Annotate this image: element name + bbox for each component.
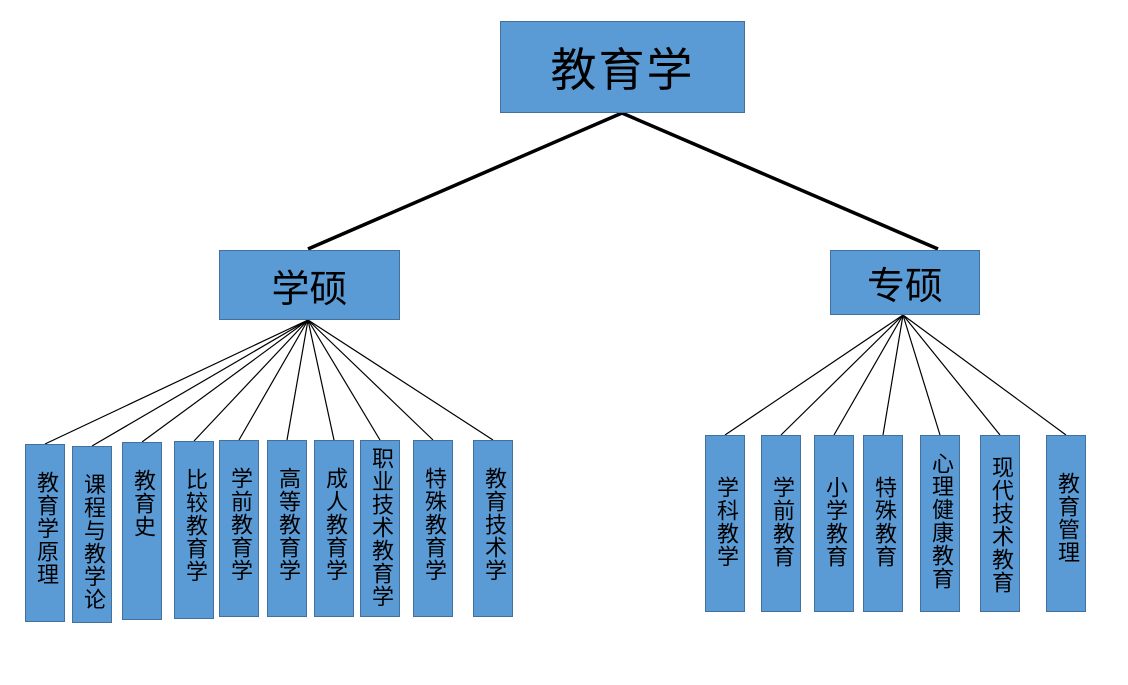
leaf-label: 课程与教学论 (80, 473, 105, 611)
leaf-label: 教育技术学 (481, 467, 506, 582)
connector-xs-8 (307, 319, 381, 441)
connector-xs-9 (307, 319, 434, 441)
connector-xs-10 (307, 319, 494, 441)
leaf-node: 职业技术教育学 (360, 440, 400, 617)
leaf-node: 高等教育学 (267, 440, 307, 617)
connector-xs-4 (193, 319, 309, 442)
leaf-label: 特殊教育学 (421, 467, 446, 582)
connector-root-to-xueshuo (307, 111, 623, 251)
leaf-label: 成人教育学 (322, 467, 347, 582)
leaf-node: 教育技术学 (473, 440, 513, 617)
connector-xs-3 (141, 319, 309, 443)
branch-node-xueshuo: 学硕 (219, 250, 400, 320)
leaf-node: 学前教育学 (219, 440, 259, 617)
branch-label-xueshuo: 学硕 (271, 266, 348, 311)
leaf-label: 心理健康教育 (928, 452, 953, 590)
leaf-node: 小学教育 (814, 435, 854, 612)
leaf-node: 特殊教育 (863, 435, 903, 612)
connector-xs-5 (238, 319, 309, 441)
connector-xs-6 (286, 319, 309, 441)
leaf-label: 学科教学 (713, 476, 738, 568)
connector-zs-1 (724, 314, 904, 436)
leaf-node: 心理健康教育 (920, 435, 960, 612)
connector-zs-4 (882, 314, 904, 436)
root-label: 教育学 (550, 43, 695, 97)
connectors-xueshuo (44, 319, 494, 447)
branch-node-zhuanshuo: 专硕 (830, 250, 980, 315)
root-node: 教育学 (500, 21, 745, 113)
leaf-label: 特殊教育 (871, 476, 896, 568)
leaf-node: 特殊教育学 (413, 440, 453, 617)
connector-root-to-zhuanshuo (621, 111, 939, 251)
connector-xs-1 (44, 319, 309, 445)
leaf-label: 现代技术教育 (988, 456, 1013, 594)
leaf-label: 学前教育学 (227, 467, 252, 582)
leaf-label: 职业技术教育学 (368, 447, 393, 608)
connectors-zhuanshuo (724, 314, 1067, 436)
connector-zs-5 (902, 314, 941, 436)
leaf-label: 小学教育 (822, 476, 847, 568)
leaf-node: 课程与教学论 (72, 446, 112, 623)
leaf-node: 成人教育学 (314, 440, 354, 617)
leaf-node: 教育史 (122, 442, 162, 620)
leaf-node: 比较教育学 (174, 441, 214, 619)
connector-xs-7 (307, 319, 335, 441)
leaf-node: 学前教育 (761, 435, 801, 612)
leaf-node: 教育管理 (1046, 435, 1086, 612)
leaf-label: 教育管理 (1054, 472, 1079, 564)
leaf-node: 现代技术教育 (980, 435, 1020, 612)
connector-zs-7 (902, 314, 1067, 436)
leaf-label: 教育学原理 (33, 471, 58, 586)
leaf-node: 学科教学 (705, 435, 745, 612)
leaf-label: 高等教育学 (275, 467, 300, 582)
connector-zs-6 (902, 314, 1001, 436)
connector-zs-3 (833, 314, 904, 436)
connector-xs-2 (91, 319, 309, 447)
leaf-node: 教育学原理 (25, 444, 65, 622)
leaf-label: 比较教育学 (182, 468, 207, 583)
leaf-label: 教育史 (130, 469, 155, 538)
branch-label-zhuanshuo: 专硕 (866, 264, 943, 308)
connector-zs-2 (780, 314, 904, 436)
leaf-label: 学前教育 (769, 476, 794, 568)
